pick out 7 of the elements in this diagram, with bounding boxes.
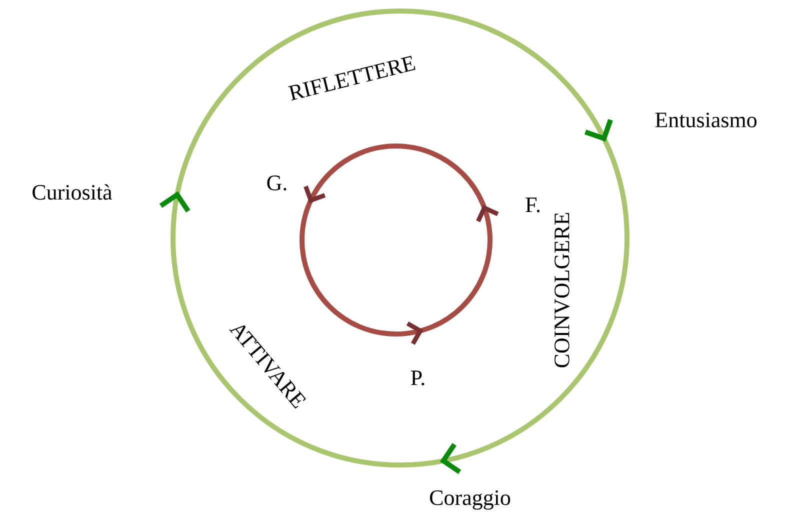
side-label: Entusiasmo xyxy=(655,112,757,128)
side-label: F. xyxy=(526,198,540,212)
side-label: Coraggio xyxy=(430,490,510,510)
side-label: Curiosità xyxy=(32,184,112,200)
ring-label: COINVOLGERE xyxy=(554,212,570,368)
side-label: G. xyxy=(267,176,286,190)
side-label: P. xyxy=(410,370,424,386)
